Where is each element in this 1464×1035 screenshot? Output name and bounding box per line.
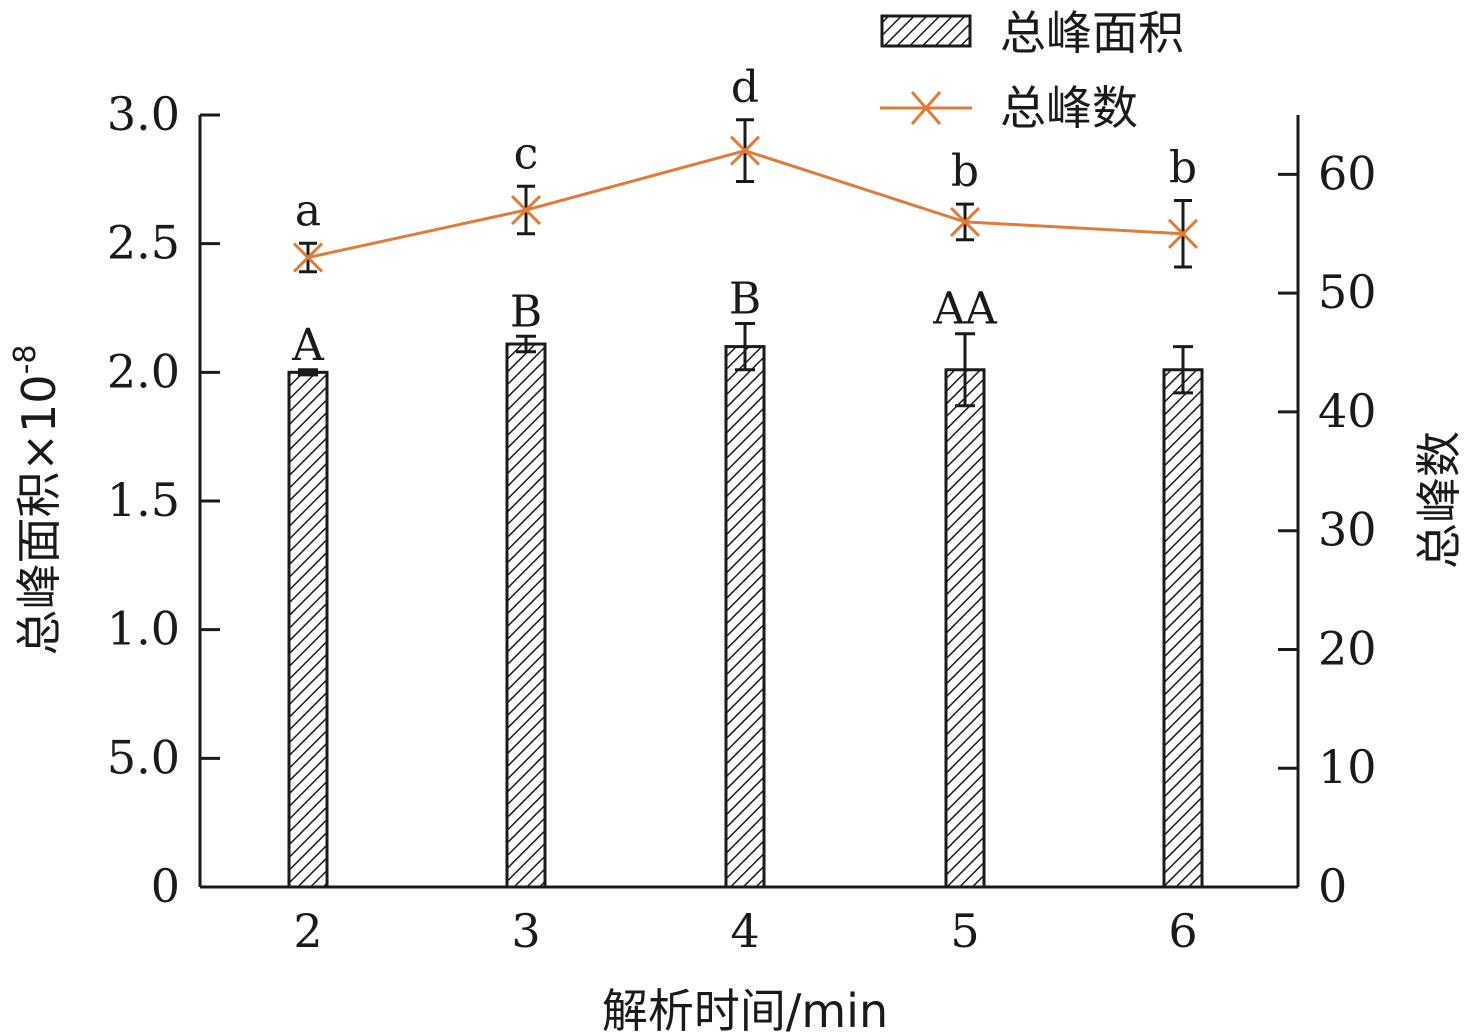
legend-bar-label: 总峰面积 <box>1000 6 1184 60</box>
right-y-tick-label: 50 <box>1318 265 1377 319</box>
right-y-tick-label: 20 <box>1318 621 1377 675</box>
bar-significance-label: A <box>291 320 325 371</box>
left-y-ticks: 0 5.0 1.0 1.5 2.0 2.5 3.0 <box>107 87 220 913</box>
x-ticks: 2 3 4 5 6 <box>293 873 1198 958</box>
bar <box>944 368 986 889</box>
left-y-axis-title-base: 总峰面积×10 <box>12 374 66 655</box>
bar <box>287 370 329 889</box>
line-point <box>510 194 542 226</box>
line-significance-label: d <box>731 62 759 113</box>
bar-significance-label: B <box>729 273 761 324</box>
bar <box>505 342 547 889</box>
left-y-tick-label: 1.5 <box>107 473 180 527</box>
x-axis-title: 解析时间/min <box>602 984 888 1035</box>
line-point-stroke <box>949 206 981 237</box>
bar <box>1162 368 1204 889</box>
right-y-tick-label: 40 <box>1318 384 1377 438</box>
legend-line-marker <box>910 91 942 125</box>
line-point-stroke <box>1167 218 1199 249</box>
left-y-axis-title: 总峰面积×10-8 <box>8 345 66 656</box>
bar-significance-label: AA <box>932 284 998 335</box>
left-y-tick-label: 5.0 <box>107 730 180 784</box>
legend-bar-swatch <box>880 14 972 48</box>
bar-series: A B B AA <box>287 273 1204 889</box>
right-y-tick-label: 0 <box>1318 859 1347 913</box>
right-y-tick-label: 60 <box>1318 146 1377 200</box>
x-tick-label: 6 <box>1168 904 1197 958</box>
left-y-tick-label: 2.5 <box>107 216 180 270</box>
line-point-stroke <box>729 135 761 166</box>
left-y-tick-label: 1.0 <box>107 602 180 656</box>
x-tick-label: 2 <box>293 904 322 958</box>
right-y-axis-title-group: 总峰数 <box>1412 431 1464 569</box>
line-significance-label: a <box>295 185 321 236</box>
right-y-ticks: 0 10 20 30 40 50 60 <box>1278 146 1377 913</box>
line-significance-label: c <box>514 128 539 179</box>
line-series: a c d b b <box>292 62 1199 274</box>
left-y-axis-title-group: 总峰面积×10-8 <box>8 345 66 656</box>
line-significance-label: b <box>951 146 979 197</box>
left-y-tick-label: 3.0 <box>107 87 180 141</box>
line-point <box>949 206 981 237</box>
right-y-tick-label: 30 <box>1318 503 1377 557</box>
line-point-stroke <box>292 242 324 273</box>
right-y-tick-label: 10 <box>1318 740 1377 794</box>
left-y-tick-label: 0 <box>151 859 180 913</box>
line-point <box>729 135 761 166</box>
line-point <box>1167 218 1199 249</box>
x-tick-label: 5 <box>950 904 979 958</box>
legend: 总峰面积 总峰数 <box>880 6 1184 135</box>
x-tick-label: 4 <box>730 904 759 958</box>
bar-significance-label: B <box>510 286 542 337</box>
legend-line-label: 总峰数 <box>1000 81 1138 135</box>
bar <box>724 345 766 889</box>
line-point-stroke <box>510 194 542 226</box>
line-point <box>292 242 324 273</box>
right-y-axis-title: 总峰数 <box>1412 431 1464 569</box>
left-y-tick-label: 2.0 <box>107 344 180 398</box>
x-tick-label: 3 <box>511 904 540 958</box>
left-y-axis-title-exponent: -8 <box>8 345 43 375</box>
line-significance-label: b <box>1169 143 1197 194</box>
